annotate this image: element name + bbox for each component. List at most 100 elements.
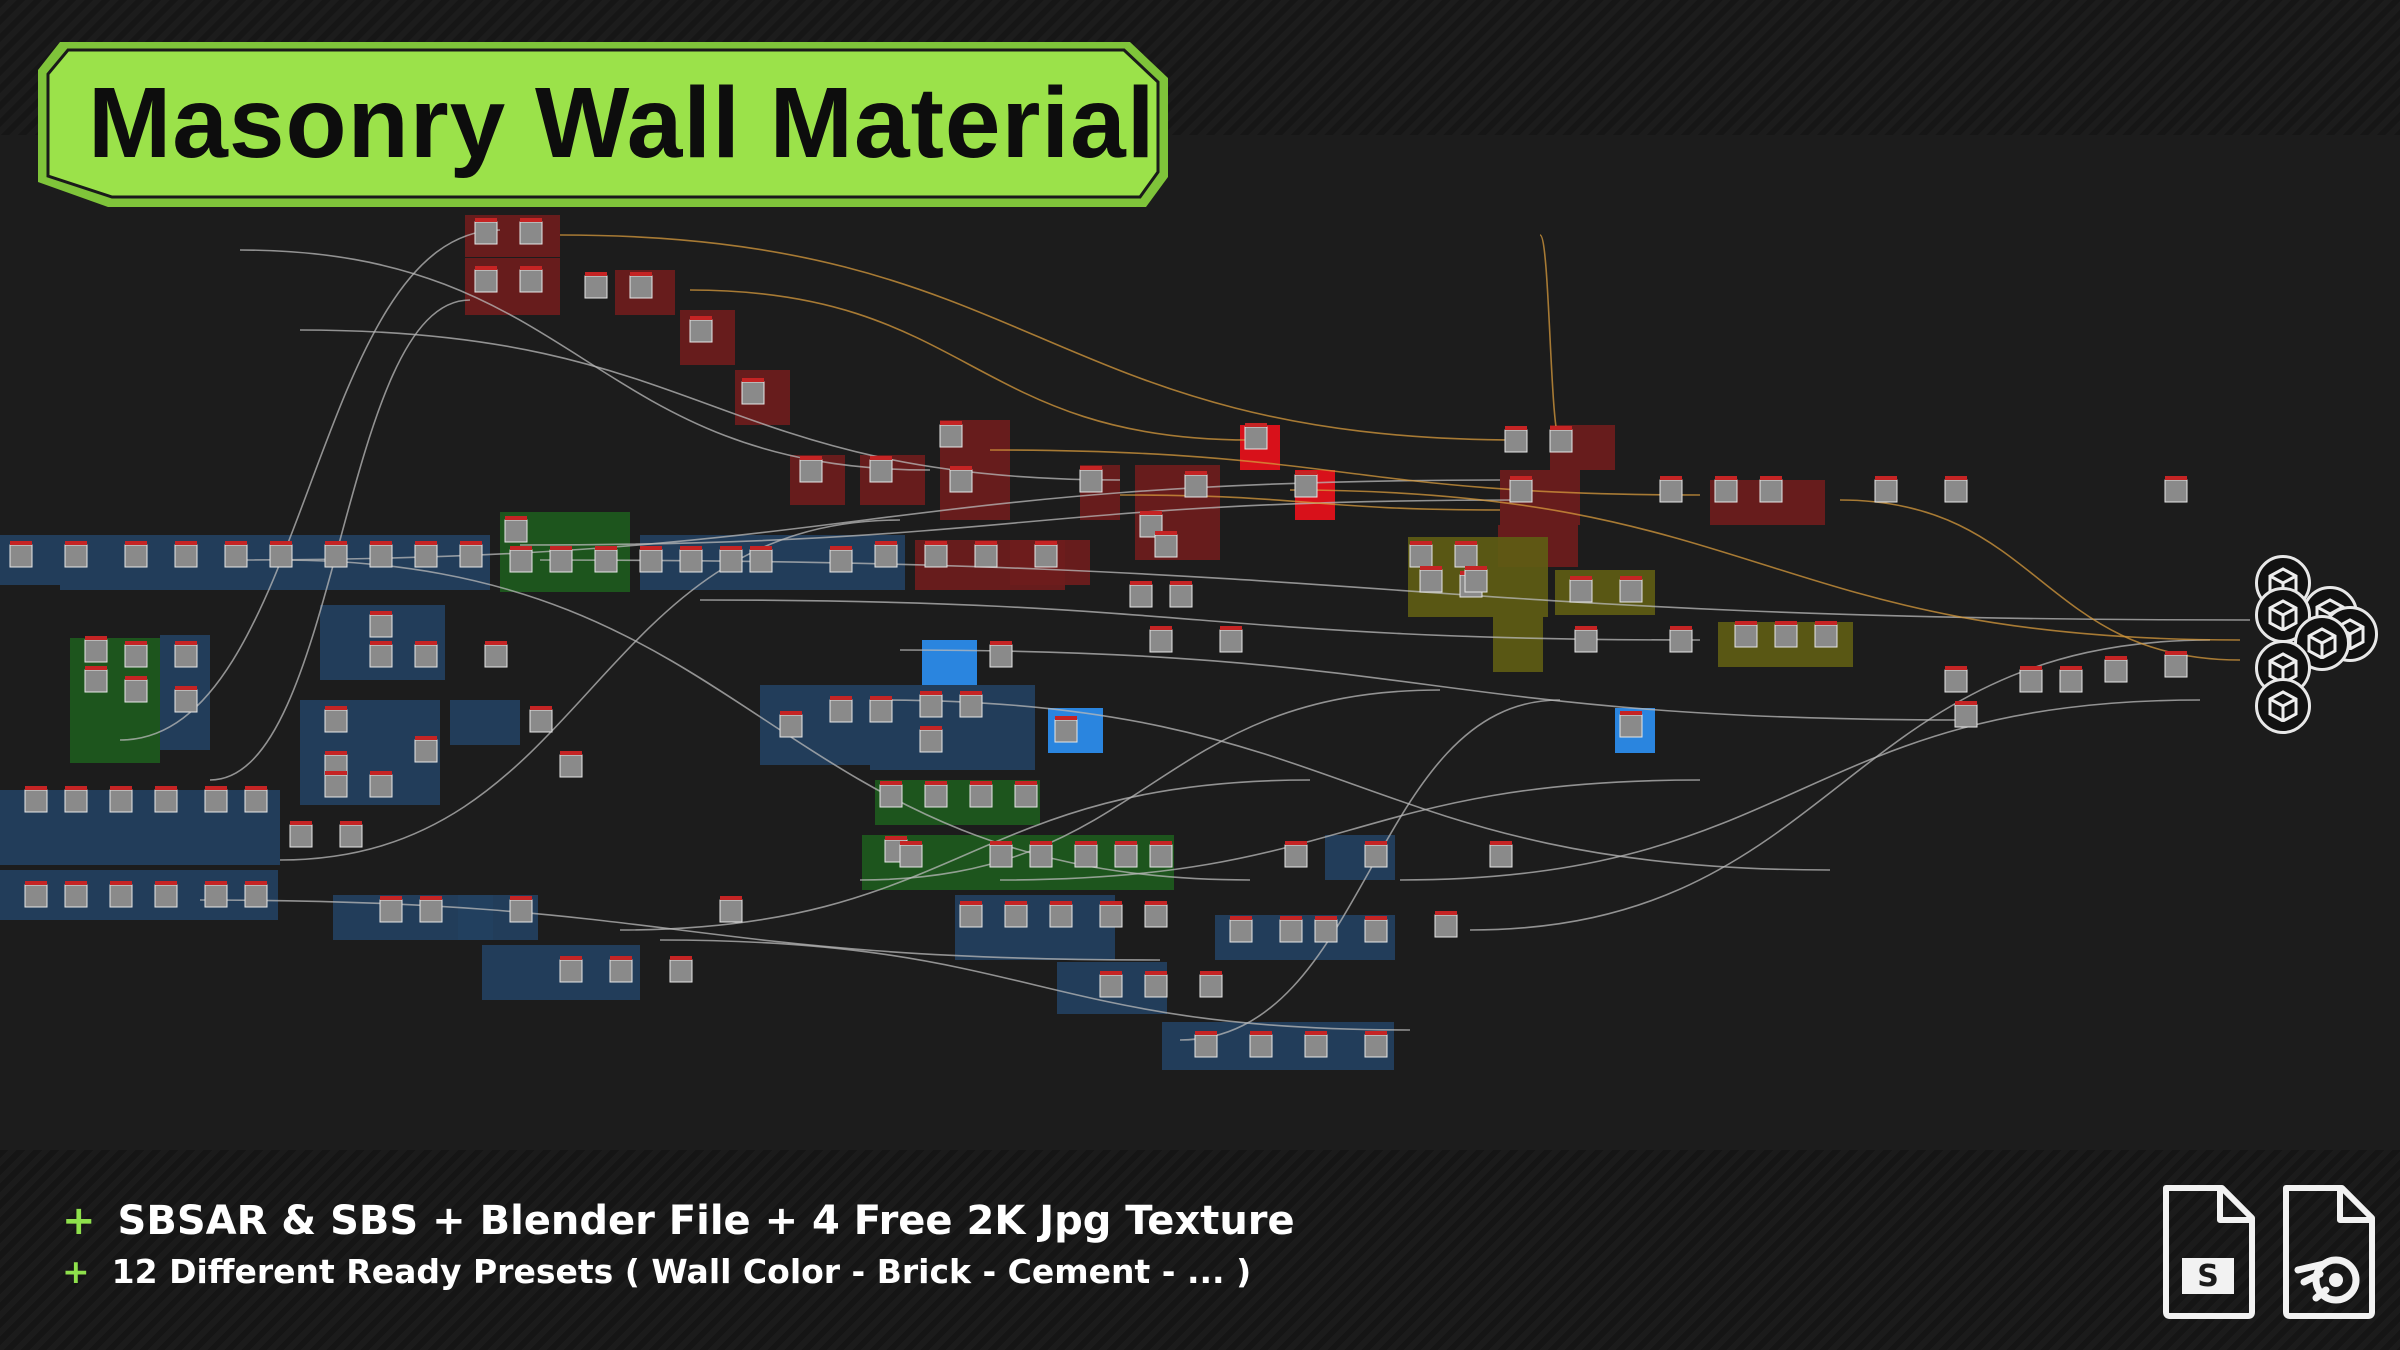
graph-node[interactable]	[1054, 719, 1078, 743]
graph-node-header[interactable]	[1015, 781, 1037, 785]
graph-node-header[interactable]	[1140, 511, 1162, 515]
graph-node-header[interactable]	[25, 881, 47, 885]
graph-node-header[interactable]	[940, 421, 962, 425]
graph-node[interactable]	[244, 789, 268, 813]
graph-node-header[interactable]	[1080, 466, 1102, 470]
graph-node-header[interactable]	[225, 541, 247, 545]
graph-node[interactable]	[1454, 544, 1478, 568]
graph-node-header[interactable]	[205, 881, 227, 885]
graph-node[interactable]	[1029, 844, 1053, 868]
graph-node-header[interactable]	[990, 641, 1012, 645]
graph-node-header[interactable]	[2020, 666, 2042, 670]
graph-node[interactable]	[609, 959, 633, 983]
graph-node-header[interactable]	[1115, 841, 1137, 845]
graph-node-header[interactable]	[990, 841, 1012, 845]
graph-node-header[interactable]	[1055, 716, 1077, 720]
graph-node-header[interactable]	[505, 516, 527, 520]
graph-node-header[interactable]	[1220, 626, 1242, 630]
graph-node-header[interactable]	[1295, 471, 1317, 475]
graph-node[interactable]	[1954, 704, 1978, 728]
graph-node-header[interactable]	[960, 901, 982, 905]
graph-node-header[interactable]	[630, 272, 652, 276]
graph-node-header[interactable]	[65, 786, 87, 790]
graph-node[interactable]	[414, 544, 438, 568]
graph-node[interactable]	[594, 549, 618, 573]
graph-node[interactable]	[1229, 919, 1253, 943]
graph-node-header[interactable]	[325, 751, 347, 755]
graph-node[interactable]	[2164, 479, 2188, 503]
graph-node[interactable]	[1149, 629, 1173, 653]
graph-node[interactable]	[324, 709, 348, 733]
graph-node-header[interactable]	[460, 541, 482, 545]
graph-node[interactable]	[24, 789, 48, 813]
graph-node[interactable]	[1364, 919, 1388, 943]
graph-node[interactable]	[1619, 714, 1643, 738]
graph-node[interactable]	[109, 884, 133, 908]
graph-node[interactable]	[1154, 534, 1178, 558]
graph-node-header[interactable]	[920, 726, 942, 730]
graph-node-header[interactable]	[1620, 711, 1642, 715]
output-node-icon[interactable]	[2255, 678, 2311, 734]
graph-node[interactable]	[2059, 669, 2083, 693]
graph-node-header[interactable]	[1150, 626, 1172, 630]
graph-node-header[interactable]	[742, 378, 764, 382]
graph-node-header[interactable]	[780, 711, 802, 715]
graph-node[interactable]	[204, 789, 228, 813]
graph-node[interactable]	[64, 789, 88, 813]
graph-node[interactable]	[629, 275, 653, 299]
graph-node-header[interactable]	[155, 786, 177, 790]
graph-node-header[interactable]	[1570, 576, 1592, 580]
graph-node[interactable]	[1149, 844, 1173, 868]
graph-node[interactable]	[1619, 579, 1643, 603]
graph-node[interactable]	[64, 884, 88, 908]
graph-node-header[interactable]	[245, 881, 267, 885]
graph-node[interactable]	[749, 549, 773, 573]
graph-node-header[interactable]	[125, 641, 147, 645]
graph-node-header[interactable]	[65, 881, 87, 885]
graph-node-header[interactable]	[585, 272, 607, 276]
graph-node[interactable]	[244, 884, 268, 908]
graph-node[interactable]	[679, 549, 703, 573]
graph-node-header[interactable]	[380, 896, 402, 900]
graph-node-header[interactable]	[175, 641, 197, 645]
graph-node[interactable]	[1874, 479, 1898, 503]
graph-node-header[interactable]	[550, 546, 572, 550]
graph-node-header[interactable]	[175, 541, 197, 545]
graph-node[interactable]	[559, 754, 583, 778]
graph-node-header[interactable]	[270, 541, 292, 545]
graph-node-header[interactable]	[875, 541, 897, 545]
graph-node[interactable]	[1304, 1034, 1328, 1058]
graph-node[interactable]	[689, 319, 713, 343]
graph-node[interactable]	[959, 904, 983, 928]
graph-node-header[interactable]	[1455, 541, 1477, 545]
node-graph[interactable]	[0, 135, 2400, 1150]
graph-node[interactable]	[1714, 479, 1738, 503]
graph-node[interactable]	[414, 644, 438, 668]
graph-node-header[interactable]	[1195, 1031, 1217, 1035]
graph-node[interactable]	[1814, 624, 1838, 648]
graph-node[interactable]	[324, 544, 348, 568]
graph-node[interactable]	[1129, 584, 1153, 608]
graph-node[interactable]	[1169, 584, 1193, 608]
output-node-icon[interactable]	[2255, 587, 2311, 643]
graph-node[interactable]	[369, 614, 393, 638]
graph-node-header[interactable]	[1150, 841, 1172, 845]
graph-node[interactable]	[484, 644, 508, 668]
graph-node-header[interactable]	[175, 686, 197, 690]
graph-node-header[interactable]	[415, 641, 437, 645]
graph-node-header[interactable]	[560, 956, 582, 960]
graph-node[interactable]	[919, 729, 943, 753]
graph-node-header[interactable]	[1075, 841, 1097, 845]
graph-node-header[interactable]	[1490, 841, 1512, 845]
graph-node[interactable]	[204, 884, 228, 908]
graph-node-header[interactable]	[1145, 901, 1167, 905]
graph-node-header[interactable]	[1420, 566, 1442, 570]
graph-node[interactable]	[949, 469, 973, 493]
graph-node[interactable]	[669, 959, 693, 983]
graph-node-header[interactable]	[485, 641, 507, 645]
graph-node-header[interactable]	[370, 541, 392, 545]
graph-node[interactable]	[474, 269, 498, 293]
graph-node[interactable]	[989, 844, 1013, 868]
graph-node[interactable]	[869, 699, 893, 723]
graph-node-header[interactable]	[155, 881, 177, 885]
